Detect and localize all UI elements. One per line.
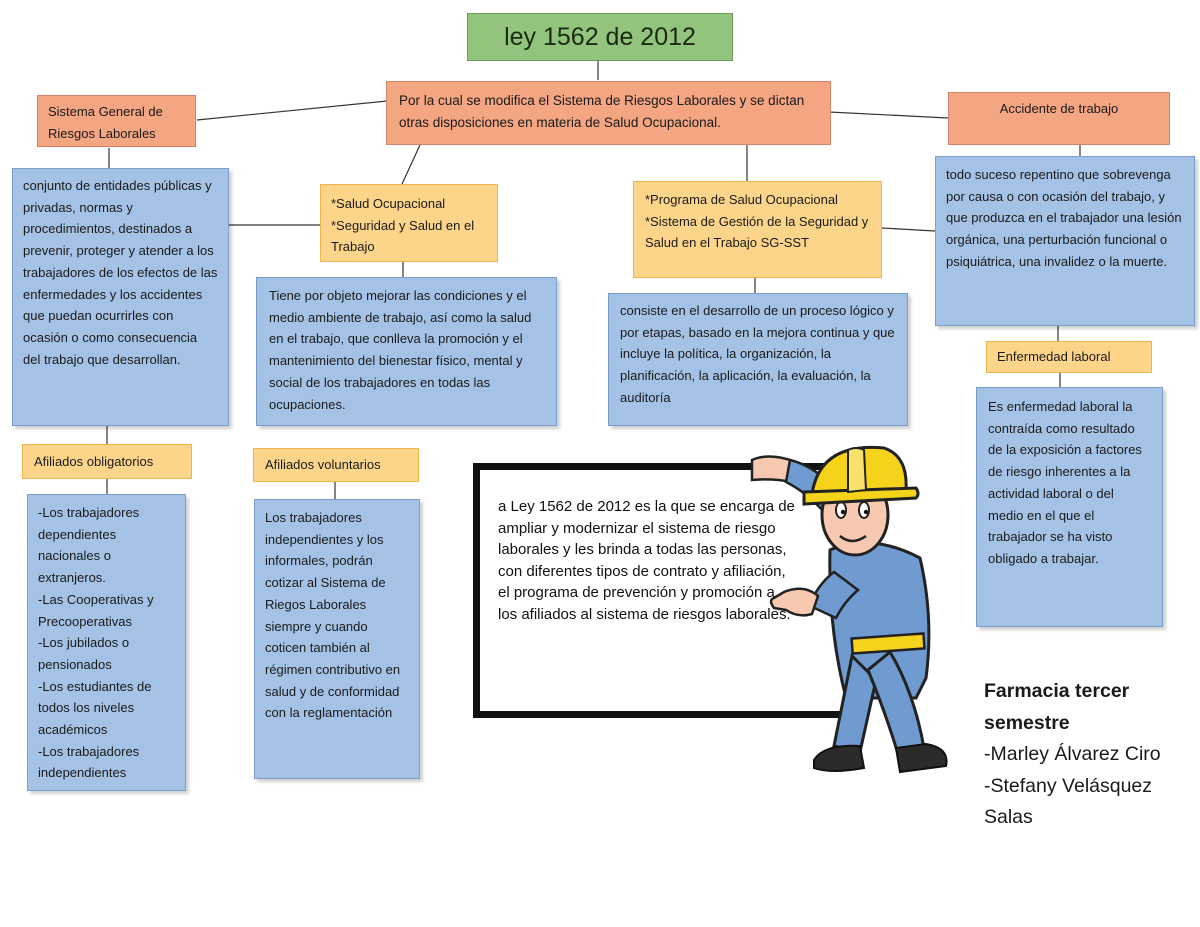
afiliados-voluntarios-label: Afiliados voluntarios — [253, 448, 419, 482]
authors-names: -Marley Álvarez Ciro -Stefany Velásquez … — [984, 743, 1161, 828]
authors-block: Farmacia tercer semestre -Marley Álvarez… — [984, 676, 1184, 834]
connector-definition-accidente — [828, 111, 949, 119]
diagram-title: ley 1562 de 2012 — [467, 13, 733, 61]
sign-text: a Ley 1562 de 2012 es la que se encarga … — [498, 498, 795, 623]
connector-definition-salud — [401, 144, 421, 185]
right-shoe — [894, 742, 948, 774]
afiliados-obligatorios-label: Afiliados obligatorios — [22, 444, 192, 479]
sgrl-heading: Sistema General de Riesgos Laborales — [37, 95, 196, 147]
accidente-trabajo-heading: Accidente de trabajo — [948, 92, 1170, 145]
sgrl-description: conjunto de entidades públicas y privada… — [12, 168, 229, 426]
enfermedad-laboral-label: Enfermedad laboral — [986, 341, 1152, 373]
sign-board: a Ley 1562 de 2012 es la que se encarga … — [473, 463, 859, 718]
afiliados-voluntarios-description: Los trabajadores independientes y los in… — [254, 499, 420, 779]
left-shoe — [813, 744, 866, 772]
belt — [850, 632, 926, 655]
enfermedad-laboral-description: Es enfermedad laboral la contraída como … — [976, 387, 1163, 627]
accidente-trabajo-description: todo suceso repentino que sobrevenga por… — [935, 156, 1195, 326]
programa-salud-description: consiste en el desarrollo de un proceso … — [608, 293, 908, 426]
authors-heading: Farmacia tercer semestre — [984, 680, 1130, 734]
programa-salud-heading: *Programa de Salud Ocupacional *Sistema … — [633, 181, 882, 278]
salud-ocupacional-heading: *Salud Ocupacional *Seguridad y Salud en… — [320, 184, 498, 262]
salud-ocupacional-description: Tiene por objeto mejorar las condiciones… — [256, 277, 557, 426]
definition-box: Por la cual se modifica el Sistema de Ri… — [386, 81, 831, 145]
afiliados-obligatorios-list: -Los trabajadores dependientes nacionale… — [27, 494, 186, 791]
connector-programa-accidente — [881, 227, 936, 232]
worker-illustration — [750, 445, 948, 774]
hard-hat-icon — [802, 445, 920, 506]
pointing-hand-icon — [769, 570, 860, 620]
connector-definition-sgrl — [196, 100, 388, 121]
